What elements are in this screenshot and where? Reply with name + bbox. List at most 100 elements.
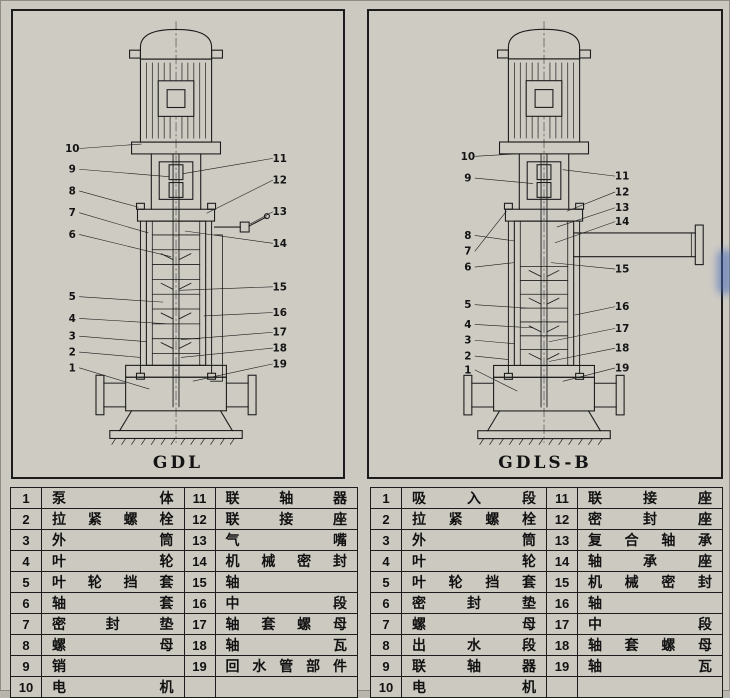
callout-leader-line — [206, 179, 273, 214]
port-pipes — [471, 382, 617, 408]
callout-leader-line — [556, 207, 616, 228]
callout-leader-line — [474, 304, 528, 309]
tie-rod-nut — [207, 202, 217, 210]
part-number: 16 — [546, 592, 578, 614]
part-number: 13 — [546, 529, 578, 551]
part-name: 机械密封 — [577, 571, 723, 593]
discharge-flange — [694, 224, 704, 266]
callout-leader-line — [574, 306, 616, 316]
tie-rods — [139, 220, 213, 374]
callout-number: 18 — [615, 343, 629, 355]
part-name: 密 封 座 — [577, 508, 723, 530]
air-valve-lever — [248, 216, 267, 227]
callout-leader-line — [474, 177, 534, 184]
part-number: 11 — [183, 487, 216, 509]
part-number: 7 — [10, 613, 42, 635]
tie-rod-nut — [135, 372, 145, 380]
part-name: 叶轮挡套 — [401, 571, 547, 593]
callout-leader-line — [474, 153, 518, 157]
callout-number: 1 — [464, 364, 471, 376]
motor-fan-cover — [139, 28, 213, 60]
callout-number: 9 — [464, 173, 471, 185]
callout-number: 19 — [615, 362, 629, 374]
tie-rod-nut — [575, 372, 585, 380]
coupling-window — [158, 161, 194, 200]
callout-number: 16 — [615, 301, 629, 313]
callout-number: 5 — [464, 299, 471, 311]
callout-leader-line — [79, 143, 142, 149]
lantern-bracket — [518, 153, 570, 210]
suction-flange-right — [615, 374, 625, 416]
part-name: 中 段 — [577, 613, 723, 635]
callout-leader-line — [566, 191, 616, 212]
part-name: 机械密封 — [214, 550, 358, 572]
callout-leader-line — [474, 369, 518, 392]
terminal-box-inner — [534, 89, 554, 108]
callout-leader-line — [548, 328, 616, 343]
return-pipe — [210, 234, 223, 382]
pump-shaft — [540, 153, 548, 408]
part-name: 联 接 座 — [214, 508, 358, 530]
part-name: 拉紧螺栓 — [41, 508, 185, 530]
callout-leader-line — [79, 335, 147, 342]
coupling-upper — [168, 164, 184, 181]
diagram-caption-gdl: GDL — [152, 453, 204, 473]
motor-lug-right — [211, 49, 224, 59]
callout-leader-line — [79, 367, 150, 390]
callout-leader-line — [192, 363, 273, 382]
tie-rod-nut — [503, 202, 513, 210]
callout-leader-line — [562, 169, 616, 177]
callout-number: 14 — [615, 216, 629, 228]
part-number: 12 — [183, 508, 216, 530]
part-number: 8 — [370, 634, 402, 656]
callout-number: 6 — [69, 229, 76, 241]
discharge-flange — [247, 374, 257, 416]
callout-leader-line — [474, 211, 507, 252]
part-name: 出 水 段 — [401, 634, 547, 656]
callout-number: 10 — [65, 143, 79, 155]
callout-leader-line — [249, 211, 273, 225]
coupling-lower — [536, 181, 552, 198]
part-number: 1 — [10, 487, 42, 509]
callout-leader-line — [79, 168, 170, 177]
tie-rod-nut — [503, 372, 513, 380]
callout-number: 16 — [273, 307, 287, 319]
callout-number: 12 — [615, 186, 629, 198]
part-number: 2 — [10, 508, 42, 530]
part-name: 轴 瓦 — [577, 655, 723, 677]
part-number: 10 — [10, 676, 42, 698]
lantern-bracket — [150, 153, 202, 210]
callout-leader-line — [182, 158, 273, 174]
coupling-window — [526, 161, 562, 200]
part-name: 中 段 — [214, 592, 358, 614]
callout-number: 6 — [464, 262, 471, 274]
part-number: 2 — [370, 508, 402, 530]
part-name: 联 接 座 — [577, 487, 723, 509]
discharge-pipe — [573, 232, 696, 258]
part-name: 电 机 — [401, 676, 547, 698]
part-number: 19 — [183, 655, 216, 677]
part-name: 叶 轮 — [41, 550, 185, 572]
part-number: 18 — [546, 634, 578, 656]
part-name: 螺 母 — [41, 634, 185, 656]
part-name: 轴 套 — [41, 592, 185, 614]
callout-number: 4 — [69, 313, 76, 325]
callout-number: 14 — [273, 238, 287, 250]
impellers — [160, 253, 192, 350]
part-number: 14 — [546, 550, 578, 572]
part-name: 外 筒 — [41, 529, 185, 551]
callout-leader-line — [178, 286, 273, 291]
part-name: 泵 体 — [41, 487, 185, 509]
callout-number: 3 — [464, 335, 471, 347]
